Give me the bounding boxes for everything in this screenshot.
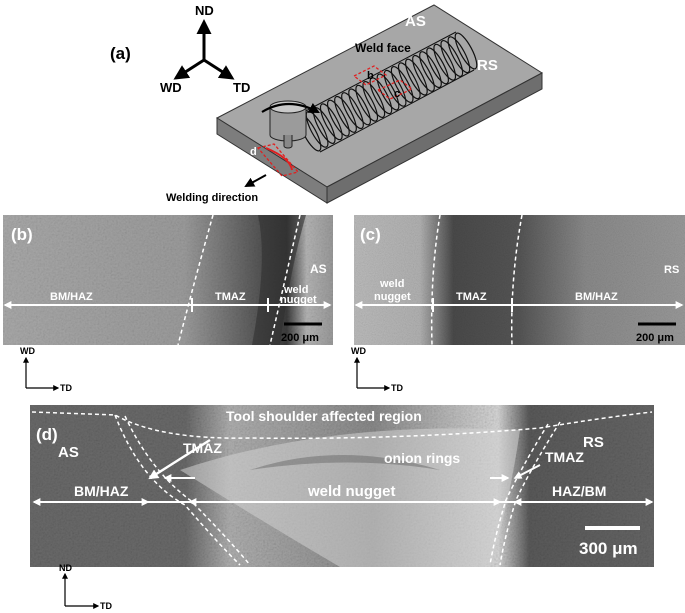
weld-ring	[397, 62, 421, 100]
panel-b-label: (b)	[11, 225, 33, 244]
axis-wd-label: WD	[160, 80, 182, 95]
weld-ring	[447, 36, 471, 74]
panel-d-zone-bm-haz: BM/HAZ	[74, 483, 129, 499]
shoulder-boundary	[31, 411, 653, 440]
panel-c-zone-nugget: nugget	[374, 291, 411, 303]
welding-direction-arrow	[244, 174, 267, 187]
weld-ring	[412, 54, 435, 92]
panel-d-zone-nugget: weld nugget	[307, 483, 396, 500]
marker-c-label: c	[394, 88, 400, 100]
axis-d-up-label: ND	[59, 563, 72, 573]
weld-ring	[369, 77, 393, 115]
weld-ring	[334, 95, 357, 133]
weld-ring	[355, 84, 379, 122]
panel-b: (b) AS BM/HAZ TMAZ weld nugget 200 μm WD…	[3, 214, 333, 393]
tmaz-pointer-left	[148, 438, 211, 480]
axis-nd-label: ND	[195, 3, 214, 18]
nugget-boundary-c	[430, 214, 441, 346]
panel-d: (d) AS RS Tool shoulder affected region …	[30, 405, 654, 611]
onion-rings-label: onion rings	[384, 450, 460, 466]
axis-b-up-label: WD	[20, 346, 35, 356]
weld-ring	[327, 99, 350, 137]
tmaz-left-label: TMAZ	[183, 440, 222, 456]
panel-c-label: (c)	[360, 225, 381, 244]
scale-label-d: 300 μm	[579, 539, 638, 558]
tmaz-right-label: TMAZ	[545, 449, 584, 465]
panel-d-zone-haz-bm: HAZ/BM	[552, 483, 606, 499]
fsw-tool	[261, 100, 320, 149]
weld-ring	[419, 51, 442, 89]
axis-wd-td-b: WD TD	[20, 346, 72, 393]
panel-b-zone-bm-haz: BM/HAZ	[50, 291, 93, 303]
tmaz-boundary-c	[510, 214, 523, 346]
panel-c-zone-weld: weld	[379, 278, 404, 290]
axis-b-right-label: TD	[60, 383, 72, 393]
axis-triad-a: ND WD TD	[160, 3, 250, 95]
weld-ring	[390, 66, 414, 103]
panel-b-zone-nugget: nugget	[280, 294, 317, 306]
weld-ring	[348, 88, 371, 126]
panel-d-rs-label: RS	[583, 434, 604, 451]
micrograph-d	[30, 405, 654, 567]
weld-ring	[362, 81, 386, 118]
nugget-boundary-b	[269, 214, 301, 346]
rs-boundary-outer	[489, 423, 549, 566]
scale-label-c: 200 μm	[636, 332, 674, 344]
weld-ring	[383, 69, 407, 107]
rs-boundary-inner	[499, 421, 561, 566]
weld-face-label: Weld face	[355, 41, 411, 55]
micrograph-b	[3, 215, 333, 345]
marker-b-label: b	[367, 70, 374, 82]
axis-wd-td-c: WD TD	[351, 346, 403, 393]
panel-b-zone-weld: weld	[283, 284, 308, 296]
advancing-side-label: AS	[405, 13, 426, 30]
axis-c-right-label: TD	[391, 383, 403, 393]
shoulder-region-label: Tool shoulder affected region	[226, 408, 422, 424]
panel-d-label: (d)	[36, 425, 58, 444]
retreating-side-label: RS	[477, 57, 498, 74]
axis-d-right-label: TD	[100, 601, 112, 611]
panel-c-side-label: RS	[664, 264, 679, 276]
tmaz-boundary-b	[177, 214, 214, 346]
section-markers	[256, 65, 414, 177]
panel-c-zone-tmaz: TMAZ	[456, 291, 487, 303]
weld-ring	[433, 43, 457, 81]
scale-label-b: 200 μm	[281, 332, 319, 344]
tmaz-pointer-right	[513, 464, 541, 479]
workpiece-plate	[215, 4, 543, 204]
axis-c-up-label: WD	[351, 346, 366, 356]
weld-ring	[440, 40, 464, 77]
panel-c: (c) RS weld nugget TMAZ BM/HAZ 200 μm WD…	[351, 214, 685, 393]
panel-a: (a) ND WD TD	[110, 3, 543, 204]
weld-ring	[376, 73, 400, 111]
panel-b-zone-tmaz: TMAZ	[215, 291, 246, 303]
panel-a-label: (a)	[110, 44, 131, 63]
axis-nd-td-d: ND TD	[59, 563, 112, 611]
weld-ring	[319, 103, 343, 141]
axis-td-label: TD	[233, 80, 250, 95]
marker-d-label: d	[250, 146, 257, 158]
micrograph-c	[354, 215, 685, 345]
welding-direction-label: Welding direction	[166, 192, 258, 204]
weld-ring	[405, 58, 428, 96]
panel-b-side-label: AS	[310, 262, 327, 276]
rotation-arrow	[261, 102, 320, 114]
as-boundary-outer	[114, 414, 241, 566]
weld-ring	[341, 92, 364, 130]
panel-d-as-label: AS	[58, 444, 79, 461]
weld-ring	[426, 47, 449, 85]
weld-ring	[454, 32, 478, 70]
panel-c-zone-bm-haz: BM/HAZ	[575, 291, 618, 303]
